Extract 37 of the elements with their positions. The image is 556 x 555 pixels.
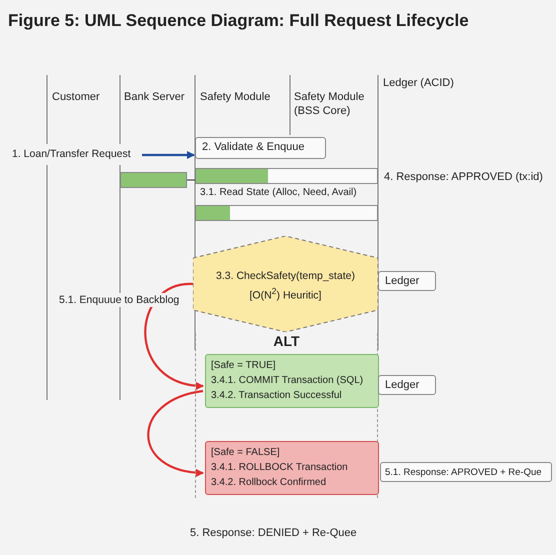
lifeline-header: Safety Module (BSS Core) (294, 90, 366, 118)
node-text: 2. Validate & Enquue (202, 140, 306, 155)
arrow (142, 151, 195, 159)
lifeline-header: Bank Server (124, 90, 185, 104)
arrow (144, 282, 204, 390)
edge-label: 5.1. Enquuue to Backblog (58, 293, 180, 307)
failure-box (205, 441, 379, 495)
message-text: 3.4.1. ROLLBOCK Transaction (211, 461, 349, 475)
arrow (147, 390, 204, 476)
node-text: 1. Loan/Transfer Request (12, 147, 132, 162)
lifeline-header: Customer (52, 90, 100, 104)
success-box (205, 354, 379, 408)
message-label: 4. Response: APPROVED (tx:id) (384, 170, 543, 184)
node-text: 5.1. Response: APROVED + Re-Que (385, 466, 543, 480)
message-label: 3.1. Read State (Alloc, Need, Avail) (200, 186, 357, 200)
activation-bar (195, 168, 378, 184)
process-box (195, 137, 326, 159)
alt-frame (195, 333, 378, 498)
frame-label: ALT (196, 333, 377, 349)
message-text: 3.4.2. Transaction Successful (211, 389, 343, 403)
message-text: [Safe = TRUE] (211, 359, 277, 373)
message-label: 5. Response: DENIED + Re-Quee (190, 526, 357, 540)
node-text: Ledger (385, 378, 420, 393)
decision-hexagon (193, 236, 378, 332)
participant-box (378, 271, 436, 291)
participant-box (378, 375, 436, 395)
response-box (380, 462, 552, 482)
activation-bar (120, 172, 187, 188)
message-text: 3.4.2. Rollbock Confirmed (211, 476, 328, 490)
activation-bar (195, 205, 378, 221)
lifeline-header: Safety Module (200, 90, 270, 104)
diagram-title: Figure 5: UML Sequence Diagram: Full Request Lifecycle (8, 10, 469, 32)
node-text: Ledger (385, 274, 420, 289)
lifeline-header: Ledger (ACID) (383, 76, 455, 90)
message-text: 3.4.1. COMMIT Transaction (SQL) (211, 374, 364, 388)
message-text: [Safe = FALSE] (211, 446, 281, 460)
decision-text: 3.3. CheckSafety(temp_state) [O(N$^{2}$) Heuritic] (215, 269, 356, 304)
